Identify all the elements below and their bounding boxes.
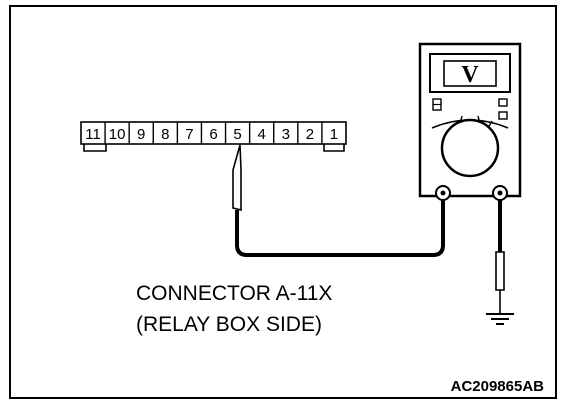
connector-pin-7: 7 [185,126,193,143]
connector-pin-2: 2 [306,126,314,143]
probe-tip [232,144,242,212]
ground-probe-body [495,251,505,291]
connector-pin-5: 5 [233,126,241,143]
voltmeter: V [418,42,522,201]
range-selector-dial [440,118,500,178]
ground-lead [486,200,514,325]
connector-lock-tab-left [83,144,107,152]
connector-caption-line1: CONNECTOR A-11X [136,282,332,305]
meter-button-lower-right [498,111,508,120]
voltmeter-unit-label: V [461,62,479,88]
terminal-dot [497,190,503,196]
connector-lock-tab-right [323,144,345,152]
connector-pin-6: 6 [209,126,217,143]
connector-pin-9: 9 [137,126,145,143]
probe-lead [232,144,445,257]
meter-button-upper-right [498,98,508,107]
connector-pin-3: 3 [282,126,290,143]
connector-pin-11: 11 [85,126,101,143]
connector-caption-line2: (RELAY BOX SIDE) [136,313,322,336]
connector-pin-1: 1 [330,126,338,143]
voltmeter-display-window [443,60,497,87]
figure-code: AC209865AB [451,378,545,395]
connector-pin-4: 4 [258,126,266,143]
test-lead-wire [235,193,445,257]
terminal-dot [440,190,446,196]
connector-body [80,121,347,145]
connector-pin-8: 8 [161,126,169,143]
connector-pin-10: 10 [109,126,126,143]
